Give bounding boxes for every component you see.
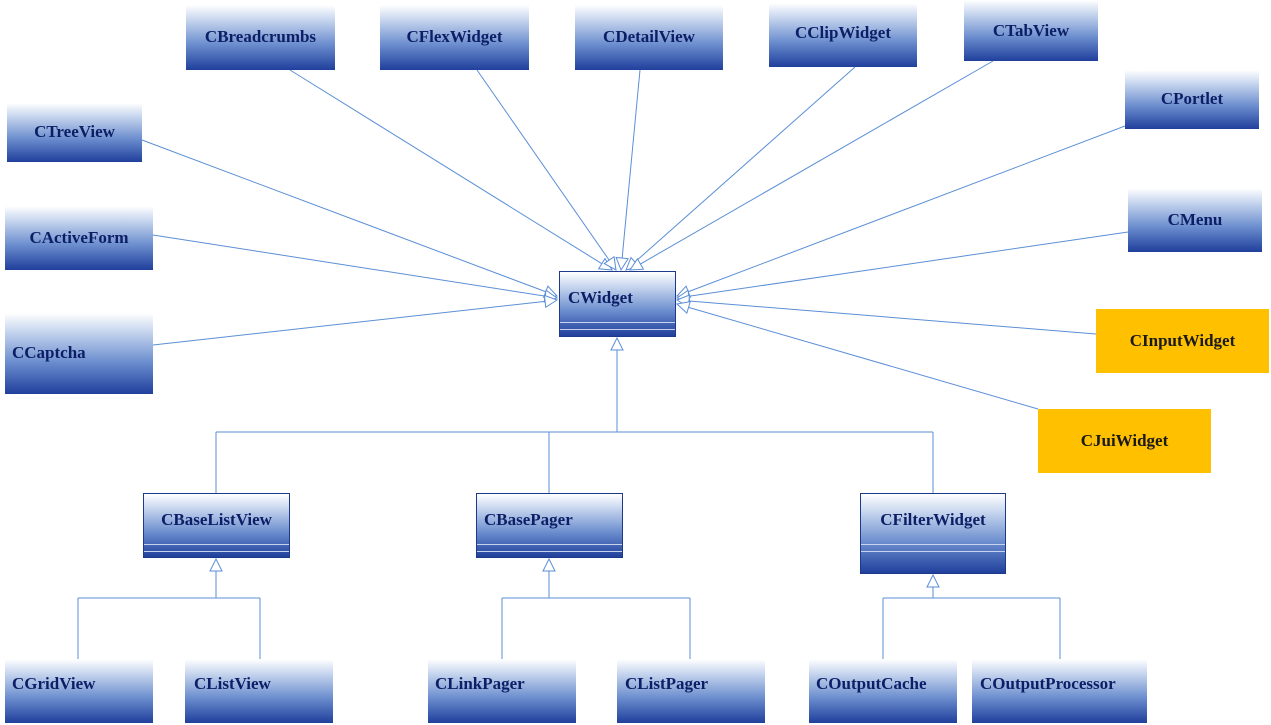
class-cgridview-label: CGridView [12,674,96,693]
inheritance-arrow-icon [615,256,629,272]
class-clistpager-label: CListPager [625,674,709,693]
class-cflexwidget[interactable]: CFlexWidget [380,5,529,70]
inheritance-edge [634,66,856,263]
class-ctreeview-label: CTreeView [34,122,115,141]
class-cwidget[interactable]: CWidget [559,271,676,337]
class-cbasepager-label: CBasePager [484,510,573,529]
method-divider [477,551,622,552]
attribute-divider [144,544,289,545]
inheritance-edge [476,69,610,261]
class-cinputwidget[interactable]: CInputWidget [1096,309,1269,373]
class-coutputcache-label: COutputCache [816,674,927,693]
inheritance-arrow-icon [603,255,617,271]
attribute-divider [560,322,675,323]
class-cportlet-label: CPortlet [1160,89,1224,108]
method-divider [144,551,289,552]
inheritance-edge [621,69,641,259]
method-divider [560,329,675,330]
inheritance-edge [141,139,546,293]
inheritance-arrow-icon [926,573,940,588]
class-cfilterwidget[interactable]: CFilterWidget [860,493,1006,574]
attribute-divider [861,544,1005,545]
class-ccaptcha-label: CCaptcha [12,343,86,362]
inheritance-edge [152,234,546,297]
inheritance-arrow-icon [610,336,624,351]
inheritance-edge [640,60,994,265]
class-ctabview[interactable]: CTabView [964,0,1098,61]
class-cactiveform-label: CActiveForm [29,228,129,247]
class-cportlet[interactable]: CPortlet [1125,70,1259,129]
class-cclipwidget-label: CClipWidget [794,23,892,42]
attribute-divider [477,544,622,545]
class-cjuiwidget-label: CJuiWidget [1080,431,1169,450]
class-cgridview[interactable]: CGridView [5,659,153,723]
class-cactiveform[interactable]: CActiveForm [5,206,153,270]
class-cbreadcrumbs-label: CBreadcrumbs [204,27,317,46]
inheritance-arrow-icon [209,557,223,572]
inheritance-arrow-icon [629,257,645,271]
inheritance-edge [688,125,1126,293]
class-clinkpager-label: CLinkPager [435,674,525,693]
inheritance-arrow-icon [543,294,559,309]
class-cinputwidget-label: CInputWidget [1129,331,1236,350]
inheritance-edge [688,231,1129,297]
class-clistview-label: CListView [194,674,271,693]
method-divider [861,551,1005,552]
class-coutputcache[interactable]: COutputCache [809,659,957,723]
class-cmenu[interactable]: CMenu [1128,188,1262,252]
inheritance-arrow-icon [542,557,556,572]
class-cbaselistview[interactable]: CBaseListView [143,493,290,558]
class-cclipwidget[interactable]: CClipWidget [769,3,917,67]
class-cfilterwidget-label: CFilterWidget [880,510,986,529]
class-ctreeview[interactable]: CTreeView [7,103,142,162]
inheritance-arrow-icon [675,300,691,315]
class-ccaptcha[interactable]: CCaptcha [5,313,153,394]
inheritance-edge [688,300,1097,335]
class-coutputprocessor-label: COutputProcessor [980,674,1116,693]
class-cbasepager[interactable]: CBasePager [476,493,623,558]
class-clistpager[interactable]: CListPager [617,659,765,723]
class-cjuiwidget[interactable]: CJuiWidget [1038,409,1211,473]
class-ctabview-label: CTabView [992,21,1070,40]
class-cwidget-label: CWidget [568,288,633,307]
class-clinkpager[interactable]: CLinkPager [428,659,576,723]
class-cbreadcrumbs[interactable]: CBreadcrumbs [186,5,335,70]
class-coutputprocessor[interactable]: COutputProcessor [972,659,1147,723]
inheritance-edge [152,300,546,346]
class-clistview[interactable]: CListView [185,659,333,723]
class-cdetailview[interactable]: CDetailView [575,5,723,70]
inheritance-edge [289,69,603,265]
class-cflexwidget-label: CFlexWidget [406,27,503,46]
class-cmenu-label: CMenu [1167,210,1223,229]
class-cdetailview-label: CDetailView [603,27,695,46]
inheritance-edge [688,306,1039,410]
class-cbaselistview-label: CBaseListView [161,510,272,529]
